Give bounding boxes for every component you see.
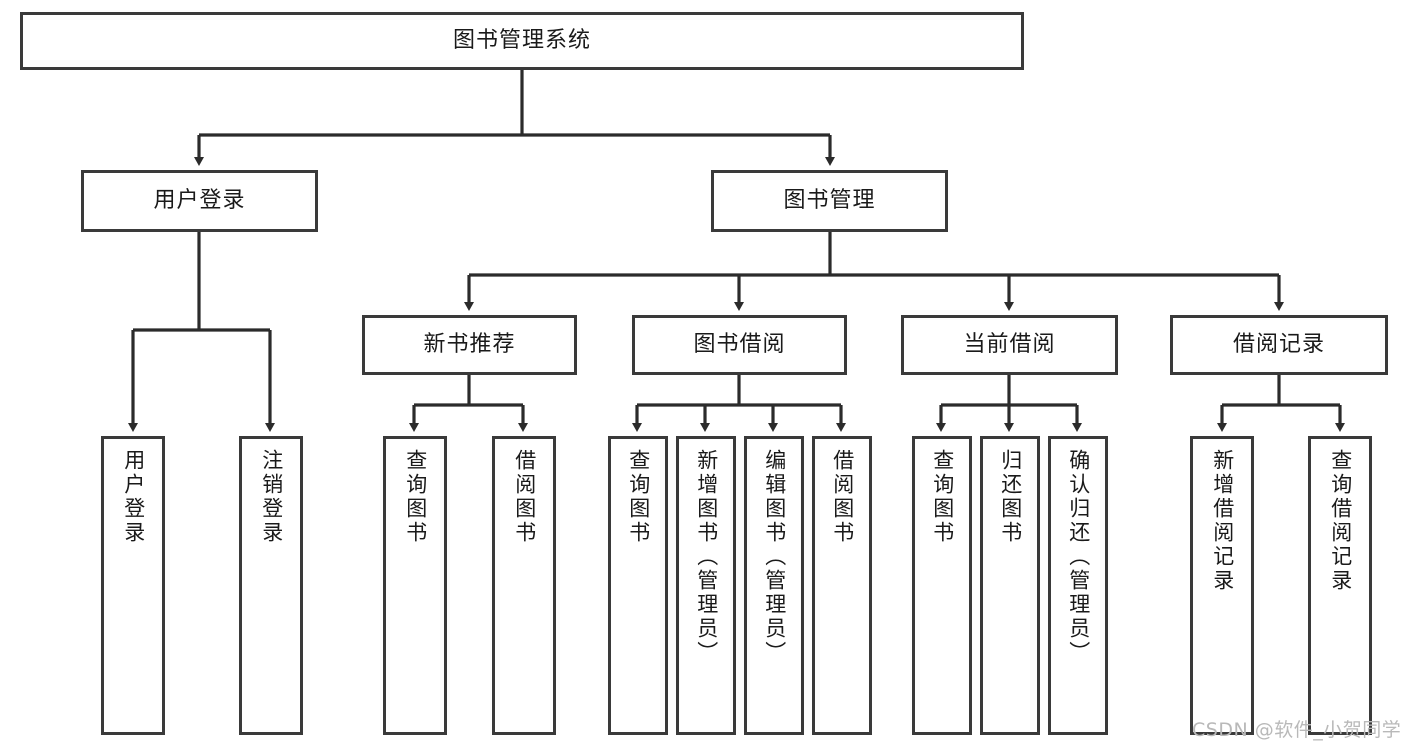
node-root[interactable]: 图书管理系统 <box>20 12 1024 70</box>
node-leaf-query-book-2-label: 查询图书 <box>626 449 651 545</box>
node-new-book-recommend[interactable]: 新书推荐 <box>362 315 577 375</box>
node-leaf-borrow-book-1-label: 借阅图书 <box>512 449 537 545</box>
node-root-label: 图书管理系统 <box>452 27 591 53</box>
node-book-manage-label: 图书管理 <box>783 187 876 213</box>
node-book-borrow-label: 图书借阅 <box>693 331 786 357</box>
node-leaf-user-login-label: 用户登录 <box>121 449 146 545</box>
node-current-borrow[interactable]: 当前借阅 <box>901 315 1118 375</box>
node-book-manage[interactable]: 图书管理 <box>711 170 948 232</box>
node-user-login[interactable]: 用户登录 <box>81 170 318 232</box>
node-leaf-edit-book[interactable]: 编辑图书（管理员） <box>744 436 804 735</box>
node-leaf-query-book-3[interactable]: 查询图书 <box>912 436 972 735</box>
node-leaf-return-book-label: 归还图书 <box>998 449 1023 545</box>
node-leaf-query-book-2[interactable]: 查询图书 <box>608 436 668 735</box>
node-current-borrow-label: 当前借阅 <box>963 331 1056 357</box>
node-leaf-add-record-label: 新增借阅记录 <box>1210 449 1235 593</box>
node-leaf-query-book-1[interactable]: 查询图书 <box>383 436 447 735</box>
node-leaf-logout-login-label: 注销登录 <box>259 449 284 545</box>
node-user-login-label: 用户登录 <box>153 187 246 213</box>
node-leaf-confirm-return-label: 确认归还（管理员） <box>1066 449 1091 665</box>
node-leaf-logout-login[interactable]: 注销登录 <box>239 436 303 735</box>
node-leaf-edit-book-label: 编辑图书（管理员） <box>762 449 787 665</box>
node-leaf-add-book[interactable]: 新增图书（管理员） <box>676 436 736 735</box>
node-leaf-add-record[interactable]: 新增借阅记录 <box>1190 436 1254 735</box>
node-leaf-borrow-book-2-label: 借阅图书 <box>830 449 855 545</box>
node-leaf-query-record[interactable]: 查询借阅记录 <box>1308 436 1372 735</box>
node-leaf-query-book-1-label: 查询图书 <box>403 449 428 545</box>
node-borrow-record[interactable]: 借阅记录 <box>1170 315 1388 375</box>
node-leaf-add-book-label: 新增图书（管理员） <box>694 449 719 665</box>
node-leaf-return-book[interactable]: 归还图书 <box>980 436 1040 735</box>
node-leaf-user-login[interactable]: 用户登录 <box>101 436 165 735</box>
node-leaf-borrow-book-1[interactable]: 借阅图书 <box>492 436 556 735</box>
node-leaf-query-record-label: 查询借阅记录 <box>1328 449 1353 593</box>
node-new-book-recommend-label: 新书推荐 <box>423 331 516 357</box>
node-leaf-query-book-3-label: 查询图书 <box>930 449 955 545</box>
node-borrow-record-label: 借阅记录 <box>1232 331 1325 357</box>
node-leaf-borrow-book-2[interactable]: 借阅图书 <box>812 436 872 735</box>
node-leaf-confirm-return[interactable]: 确认归还（管理员） <box>1048 436 1108 735</box>
node-book-borrow[interactable]: 图书借阅 <box>632 315 847 375</box>
